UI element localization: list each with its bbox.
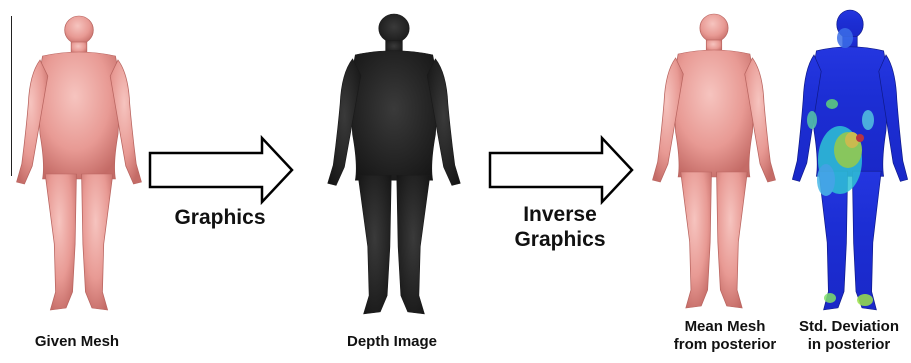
std-deviation-line2: in posterior [790,336,908,354]
mean-mesh-line1: Mean Mesh [665,318,785,336]
mean-mesh-line2: from posterior [665,336,785,354]
graphics-arrow [150,138,292,202]
inverse-graphics-line2: Graphics [490,228,630,253]
mean-mesh-figure [653,14,776,308]
given-mesh-label: Given Mesh [22,333,132,351]
std-deviation-line1: Std. Deviation [790,318,908,336]
graphics-label: Graphics [150,206,290,231]
depth-image-label: Depth Image [332,333,452,351]
std-deviation-heatmap-figure [792,10,907,310]
mean-mesh-label: Mean Mesh from posterior [665,318,785,353]
inverse-graphics-label: Inverse Graphics [490,203,630,253]
depth-image-figure [328,14,460,314]
std-deviation-label: Std. Deviation in posterior [790,318,908,353]
inverse-graphics-arrow [490,138,632,202]
given-mesh-figure [17,16,142,310]
inverse-graphics-line1: Inverse [490,203,630,228]
